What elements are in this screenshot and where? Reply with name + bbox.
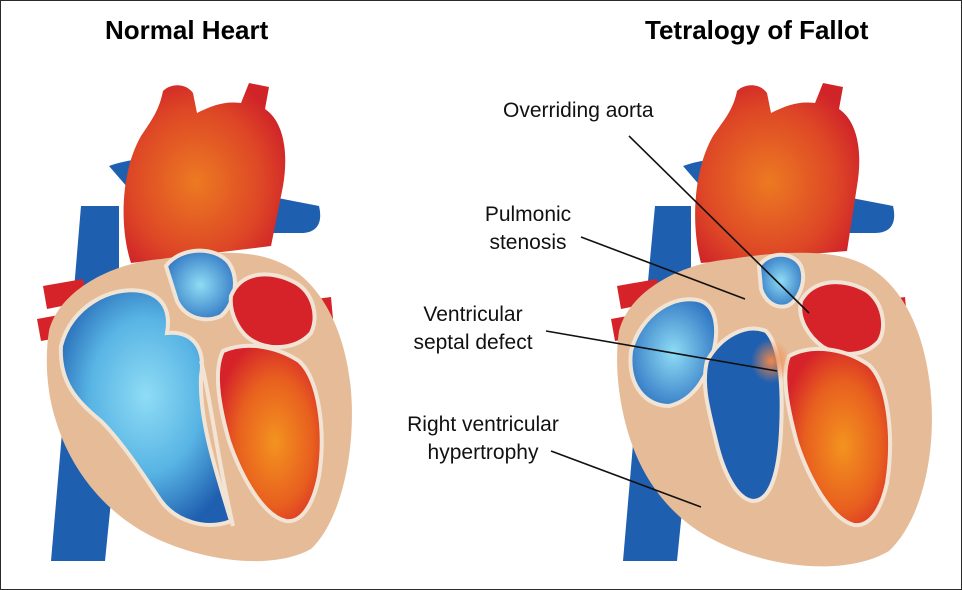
leader-pulmonic-stenosis: [580, 236, 746, 300]
right-chambers: [58, 288, 234, 527]
tof-left-atrium: [798, 280, 885, 356]
tetralogy-heart-illustration: [545, 83, 932, 567]
tetralogy-title: Tetralogy of Fallot: [645, 15, 869, 45]
leader-rvh: [550, 450, 702, 508]
label-rvh: Right ventricular hypertrophy: [391, 411, 575, 467]
normal-heart-title: Normal Heart: [105, 15, 269, 45]
label-pulmonic-line2: stenosis: [489, 231, 567, 254]
tof-aorta: [695, 83, 860, 263]
label-overriding-aorta: Overriding aorta: [503, 99, 654, 122]
tof-vsd-glow: [751, 339, 791, 383]
tof-pulmonary-outflow: [756, 252, 806, 309]
label-pulmonic-stenosis: Pulmonic stenosis: [475, 201, 581, 257]
normal-heart-illustration: [37, 83, 352, 562]
tof-left-ventricle: [783, 346, 892, 528]
leader-overriding-aorta: [628, 135, 810, 314]
label-vsd-line1: Ventricular: [423, 303, 523, 326]
leader-vsd: [545, 330, 778, 372]
label-vsd-line2: septal defect: [413, 331, 533, 354]
left-atrium: [228, 272, 317, 350]
septum: [199, 360, 235, 527]
label-rvh-line2: hypertrophy: [427, 441, 539, 464]
aorta: [123, 83, 286, 263]
label-pulmonic-line1: Pulmonic: [484, 203, 572, 226]
label-rvh-line1: Right ventricular: [407, 413, 559, 436]
label-vsd: Ventricular septal defect: [399, 301, 547, 357]
left-ventricle: [215, 343, 324, 524]
